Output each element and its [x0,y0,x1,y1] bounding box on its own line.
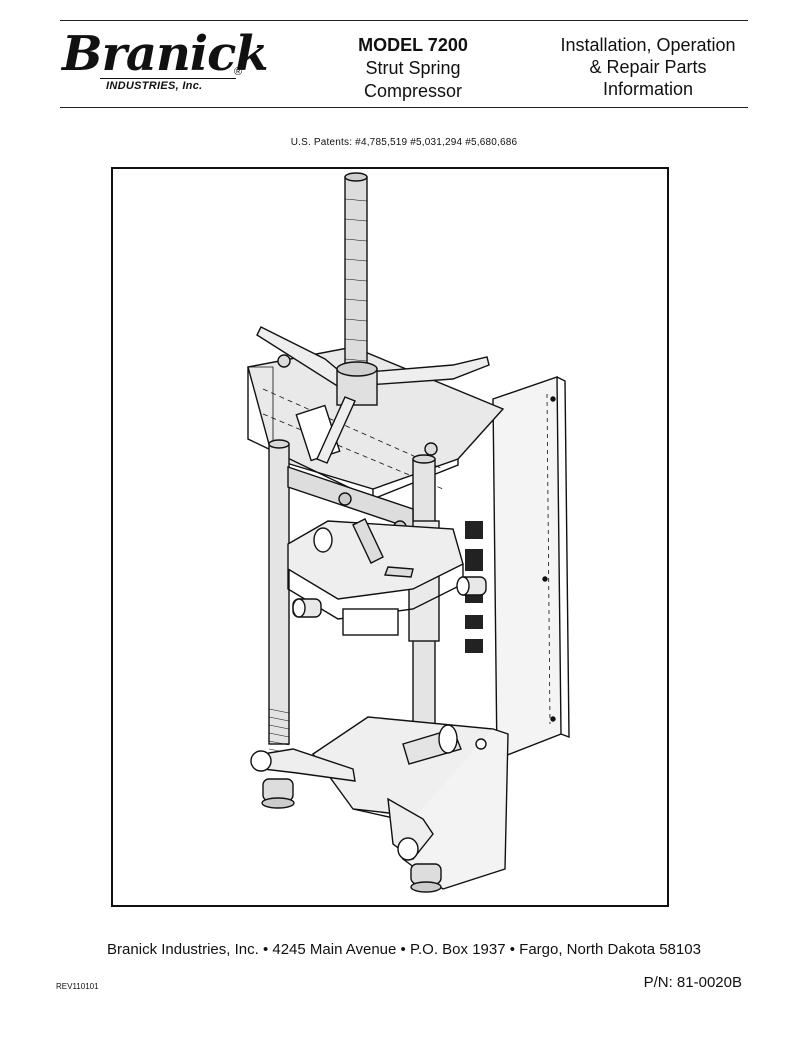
product-illustration-frame [111,167,669,907]
logo-subtitle: INDUSTRIES, Inc. [106,80,203,92]
patent-numbers: U.S. Patents: #4,785,519 #5,031,294 #5,6… [290,137,518,148]
registered-mark: ® [234,66,243,78]
company-address: Branick Industries, Inc. • 4245 Main Ave… [107,941,701,958]
logo-underline [100,78,236,79]
product-name-line-2: Compressor [363,81,463,101]
header-bottom-rule [60,107,748,108]
document-type-block: Installation, Operation & Repair Parts I… [540,34,756,100]
doc-type-line-2: & Repair Parts [589,57,707,77]
header-top-rule [60,20,748,21]
logo-wordmark: Branick [62,26,269,82]
doc-type-line-1: Installation, Operation [560,35,736,55]
branick-logo: Branick ® INDUSTRIES, Inc. [62,26,269,102]
model-title-block: MODEL 7200 Strut Spring Compressor [330,34,496,103]
product-name-line-1: Strut Spring [365,58,461,78]
strut-compressor-illustration [247,172,570,893]
doc-type-line-3: Information [602,79,694,99]
model-number: MODEL 7200 [358,35,468,55]
revision-code: REV110101 [56,982,99,991]
part-number: P/N: 81-0020B [643,974,742,991]
